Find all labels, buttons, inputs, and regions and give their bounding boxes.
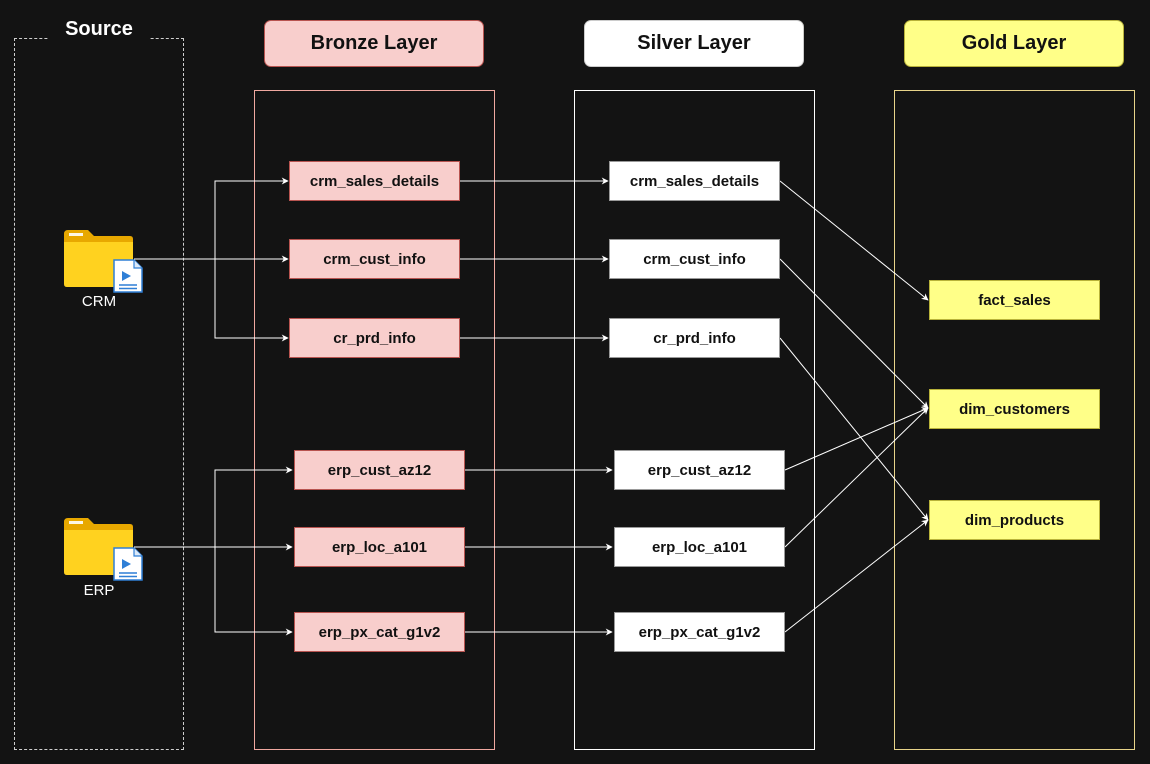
erp-folder-icon xyxy=(64,518,143,581)
silver-table-crm-cust-info: crm_cust_info xyxy=(609,239,780,279)
bronze-table-crm-cust-info: crm_cust_info xyxy=(289,239,460,279)
bronze-layer-panel xyxy=(254,90,495,750)
gold-table-dim-products: dim_products xyxy=(929,500,1100,540)
bronze-table-erp-loc-a101: erp_loc_a101 xyxy=(294,527,465,567)
source-panel xyxy=(14,38,184,750)
source-title: Source xyxy=(49,16,149,42)
silver-table-erp-px-cat-g1v2: erp_px_cat_g1v2 xyxy=(614,612,785,652)
silver-table-erp-loc-a101: erp_loc_a101 xyxy=(614,527,785,567)
gold-table-dim-customers: dim_customers xyxy=(929,389,1100,429)
bronze-table-erp-cust-az12: erp_cust_az12 xyxy=(294,450,465,490)
silver-table-crm-sales-details: crm_sales_details xyxy=(609,161,780,201)
crm-folder-icon xyxy=(64,230,143,293)
bronze-table-crm-sales-details: crm_sales_details xyxy=(289,161,460,201)
silver-table-erp-cust-az12: erp_cust_az12 xyxy=(614,450,785,490)
crm-label: CRM xyxy=(81,293,117,310)
silver-table-cr-prd-info: cr_prd_info xyxy=(609,318,780,358)
gold-table-fact-sales: fact_sales xyxy=(929,280,1100,320)
silver-layer-header: Silver Layer xyxy=(584,20,804,67)
bronze-table-cr-prd-info: cr_prd_info xyxy=(289,318,460,358)
bronze-table-erp-px-cat-g1v2: erp_px_cat_g1v2 xyxy=(294,612,465,652)
bronze-layer-header: Bronze Layer xyxy=(264,20,484,67)
gold-layer-header: Gold Layer xyxy=(904,20,1124,67)
erp-label: ERP xyxy=(83,582,115,599)
